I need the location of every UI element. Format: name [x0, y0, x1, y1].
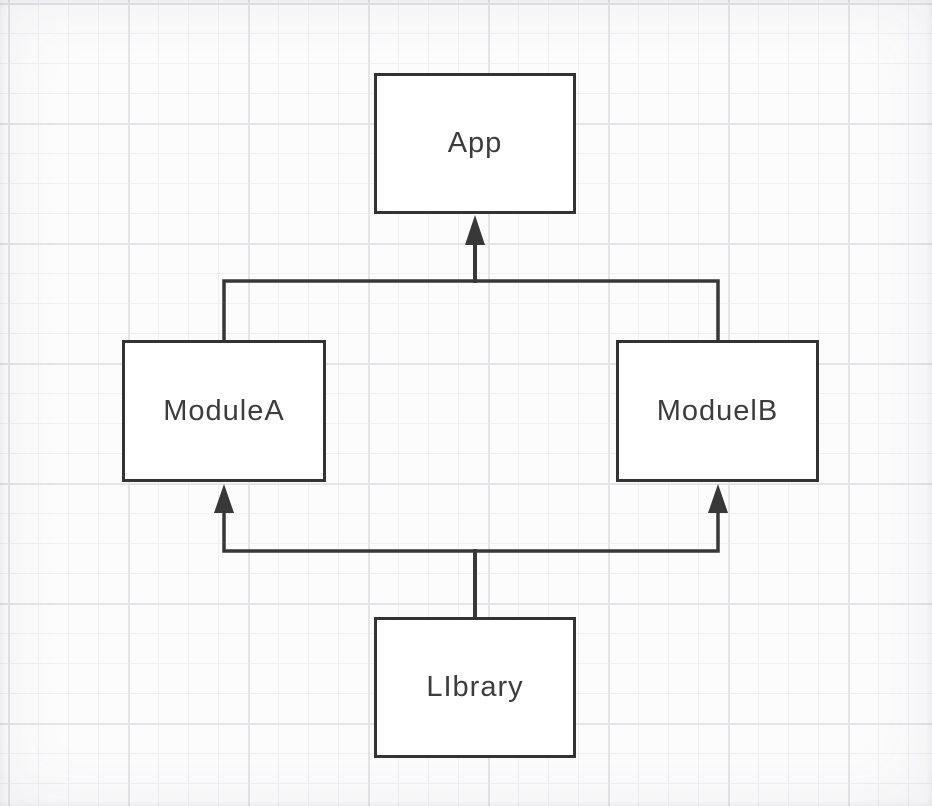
node-moduelB-label: ModuelB — [656, 394, 779, 427]
node-moduleA-label: ModuleA — [163, 394, 285, 427]
node-moduleA: ModuleA — [122, 340, 326, 482]
arrowhead-to-moduelB — [708, 484, 728, 513]
node-moduelB: ModuelB — [616, 340, 819, 482]
node-library: LIbrary — [374, 617, 576, 758]
node-library-label: LIbrary — [426, 671, 524, 703]
node-app-label: App — [447, 127, 503, 159]
connector-modules-to-app — [222, 279, 720, 341]
connector-library-to-modules — [222, 510, 720, 553]
arrowhead-to-moduleA — [214, 484, 234, 513]
arrowhead-to-app — [465, 215, 485, 245]
node-app: App — [374, 73, 576, 214]
